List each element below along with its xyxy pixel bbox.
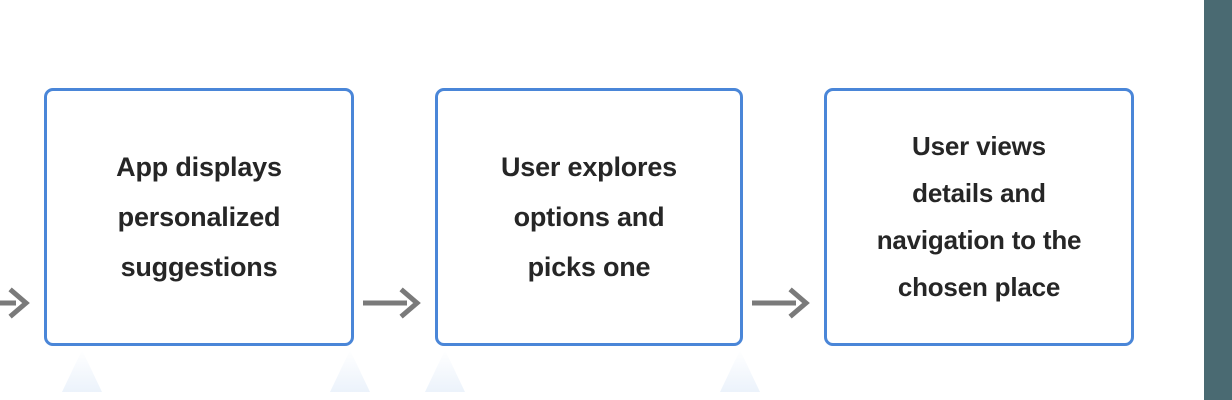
compression-artifact (720, 350, 760, 392)
right-gutter-bar (1204, 0, 1232, 400)
compression-artifact (62, 350, 102, 392)
process-node-label: User views details and navigation to the… (876, 131, 1082, 302)
process-node-label: User explores options and picks one (501, 152, 677, 282)
flow-arrow-1-to-2 (363, 287, 425, 319)
process-node-label: App displays personalized suggestions (116, 152, 282, 282)
flow-arrow-incoming (0, 287, 34, 319)
process-node-app-displays-suggestions[interactable]: App displays personalized suggestions (44, 88, 354, 346)
compression-artifact (425, 350, 465, 392)
process-node-user-explores-options[interactable]: User explores options and picks one (435, 88, 743, 346)
flow-arrow-2-to-3 (752, 287, 814, 319)
process-node-user-views-details[interactable]: User views details and navigation to the… (824, 88, 1134, 346)
compression-artifact (330, 350, 370, 392)
flow-sequence: App displays personalized suggestions Us… (0, 88, 1140, 346)
